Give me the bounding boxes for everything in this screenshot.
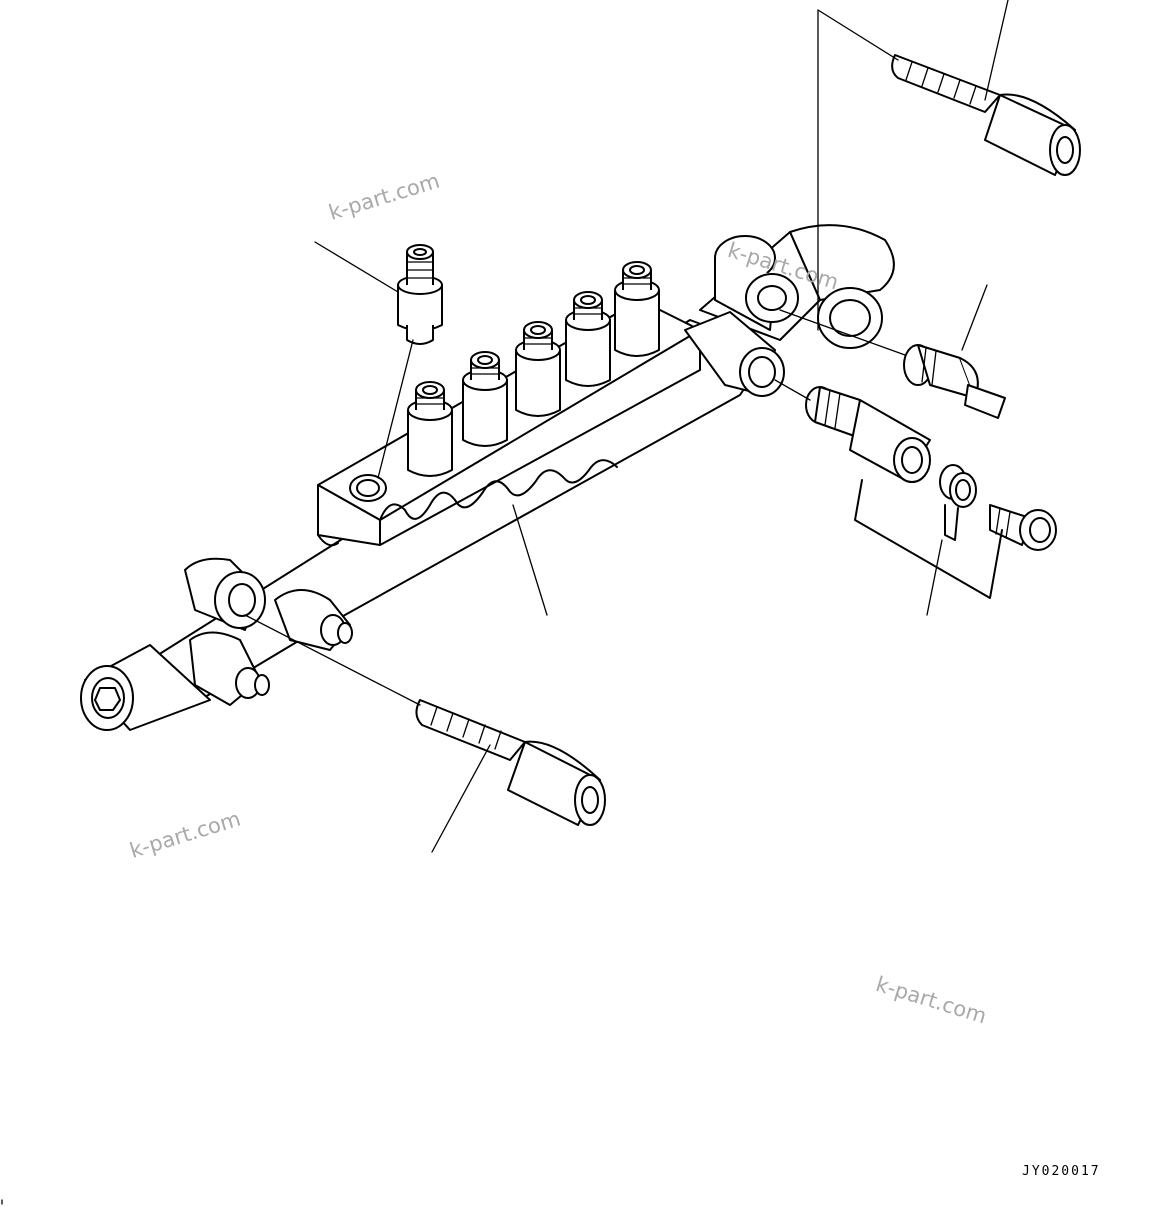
drawing-code: JY020017 — [1022, 1164, 1101, 1179]
top-right-bolt — [891, 54, 1081, 176]
common-rail-body — [149, 299, 771, 701]
left-end-block — [80, 557, 353, 731]
leader-sensor — [961, 284, 988, 351]
leader-bottom-bolt-axis — [244, 614, 421, 706]
plug-bolt — [989, 504, 1057, 551]
leader-limiter — [926, 539, 943, 616]
leader-nipple-to-bore — [377, 339, 414, 479]
leader-bottom-bolt — [431, 744, 491, 853]
pressure-limiter — [805, 386, 931, 483]
right-end-block — [684, 224, 895, 397]
pressure-sensor — [903, 344, 1006, 419]
leader-top-bolt — [984, 0, 1009, 101]
loose-nipple — [397, 244, 443, 345]
block-bore — [349, 474, 387, 502]
gaskets — [939, 464, 977, 541]
leader-nipple — [314, 241, 399, 293]
leader-rail — [512, 504, 548, 616]
bottom-bolt — [415, 699, 606, 826]
leader-limiter-bracket — [854, 479, 1003, 599]
rail-nipples — [407, 261, 660, 477]
